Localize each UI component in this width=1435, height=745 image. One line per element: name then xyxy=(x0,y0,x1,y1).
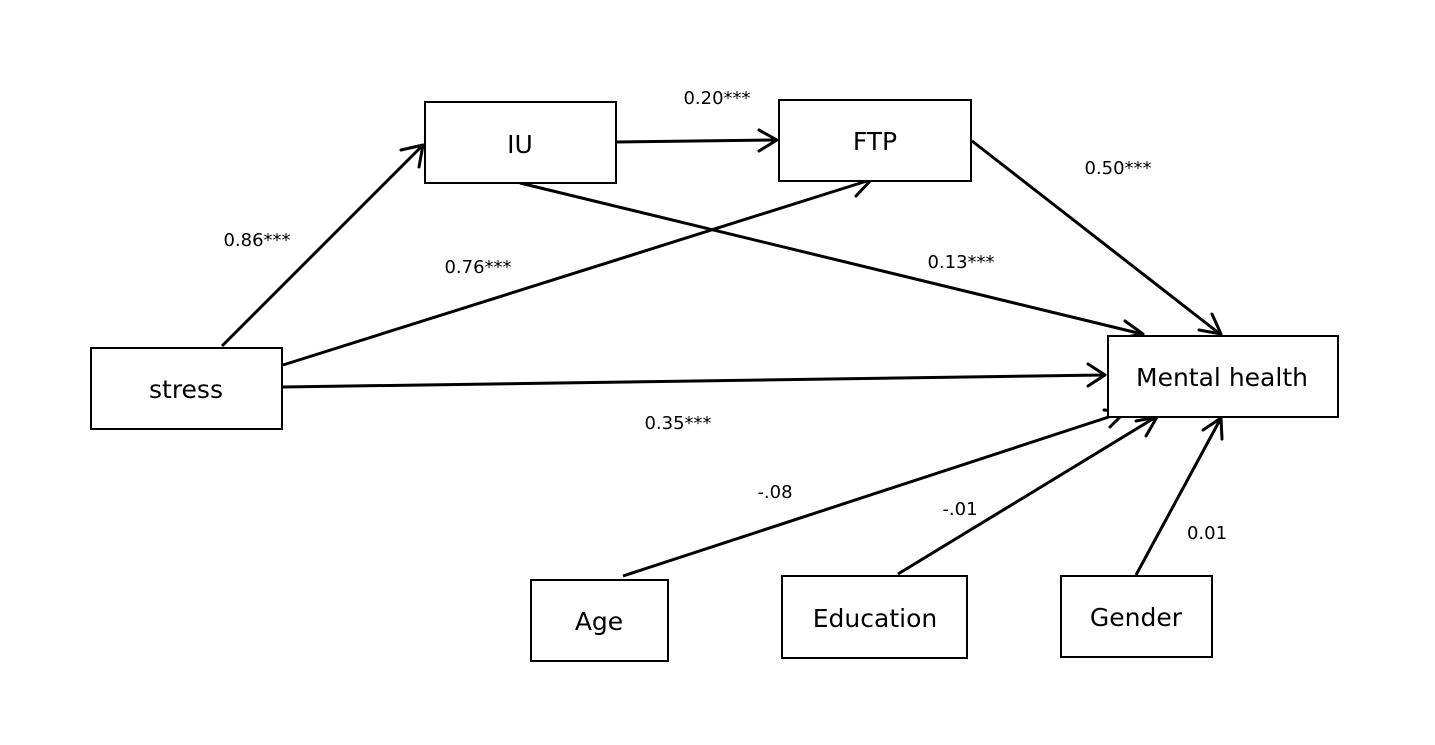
coef-age-mental-health: -.08 xyxy=(757,482,792,503)
coefficients: 0.86*** 0.20*** 0.50*** 0.76*** 0.13*** … xyxy=(223,88,1227,544)
node-education-box xyxy=(781,575,968,659)
node-ftp: FTP xyxy=(778,99,972,182)
node-education: Education xyxy=(781,575,968,659)
node-education-label: Education xyxy=(813,604,937,633)
edge-gender-mental-health xyxy=(1134,417,1223,576)
edge-education-mental-health xyxy=(897,415,1157,576)
coef-iu-mental-health: 0.13*** xyxy=(927,252,994,273)
node-age-label: Age xyxy=(575,607,623,636)
node-gender-box xyxy=(1060,575,1213,658)
node-gender-label: Gender xyxy=(1090,603,1183,632)
arrowhead-ftp-from-iu xyxy=(757,128,779,153)
edge-stress-iu xyxy=(220,144,424,348)
node-stress-box xyxy=(90,347,283,430)
coef-stress-mental-health: 0.35*** xyxy=(644,413,711,434)
edge-iu-ftp xyxy=(615,138,777,144)
node-iu-label: IU xyxy=(507,130,533,159)
edges xyxy=(220,128,1224,578)
edge-age-mental-health xyxy=(622,410,1125,578)
node-iu: IU xyxy=(424,101,617,184)
arrowhead-iu xyxy=(399,143,425,169)
edge-iu-mental-health xyxy=(519,181,1143,336)
node-gender: Gender xyxy=(1060,575,1213,658)
edge-stress-mental-health xyxy=(282,373,1105,389)
coef-stress-iu: 0.86*** xyxy=(223,230,290,251)
node-iu-box xyxy=(424,101,617,184)
node-age: Age xyxy=(530,579,669,662)
node-stress: stress xyxy=(90,347,283,430)
coef-stress-ftp: 0.76*** xyxy=(444,257,511,278)
edge-ftp-mental-health xyxy=(971,139,1221,336)
arrowhead-mh-from-ftp xyxy=(1197,312,1223,336)
edge-stress-ftp xyxy=(282,178,871,367)
coef-education-mental-health: -.01 xyxy=(942,499,977,520)
node-stress-label: stress xyxy=(149,375,223,404)
node-ftp-box xyxy=(778,99,972,182)
node-mental-health-label: Mental health xyxy=(1136,363,1308,392)
coef-gender-mental-health: 0.01 xyxy=(1187,523,1227,544)
arrowhead-mh-from-stress xyxy=(1086,362,1107,388)
node-age-box xyxy=(530,579,669,662)
coef-iu-ftp: 0.20*** xyxy=(683,88,750,109)
node-mental-health: Mental health xyxy=(1107,335,1339,418)
coef-ftp-mental-health: 0.50*** xyxy=(1084,158,1151,179)
node-ftp-label: FTP xyxy=(853,127,897,156)
node-mental-health-box xyxy=(1107,335,1339,418)
